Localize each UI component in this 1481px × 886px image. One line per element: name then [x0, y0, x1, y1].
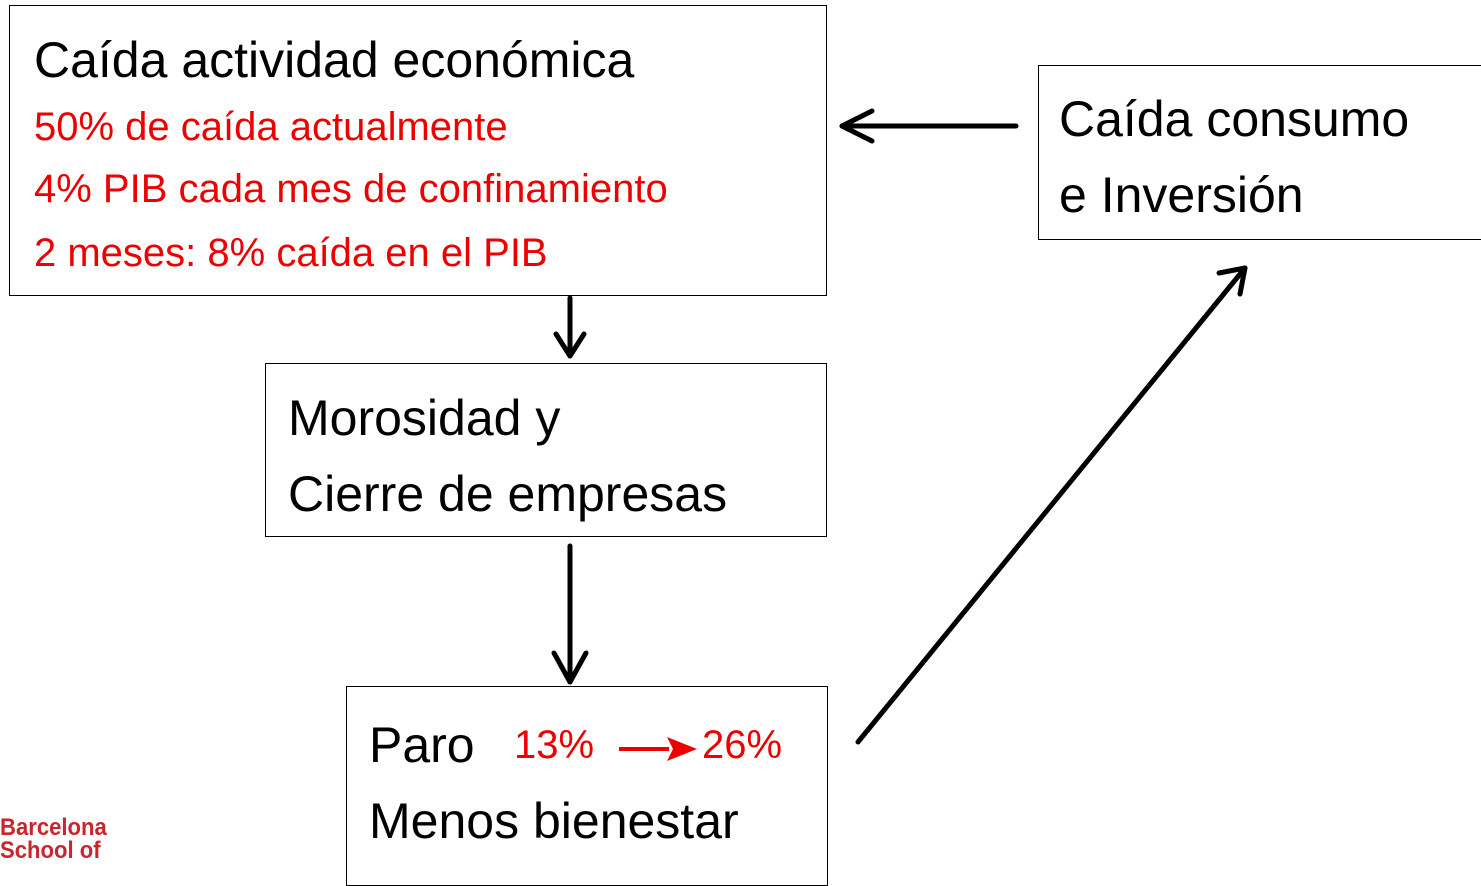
arrow-consumo-to-actividad — [839, 108, 1019, 144]
arrow-morosidad-to-paro — [551, 543, 589, 685]
box-caida-consumo: Caída consumo e Inversión — [1038, 65, 1481, 240]
flow-arrows — [551, 108, 1248, 745]
barcelona-school-logo: Barcelona School of — [0, 814, 107, 864]
morosidad-line-2: Cierre de empresas — [288, 466, 728, 522]
paro-label: Paro — [369, 717, 475, 773]
box-paro: Paro 13% 26% Menos bienestar — [346, 686, 828, 886]
caida-actividad-note-1: 50% de caída actualmente — [34, 105, 508, 149]
caida-actividad-note-2: 4% PIB cada mes de confinamiento — [34, 167, 668, 211]
box-morosidad: Morosidad y Cierre de empresas — [265, 363, 827, 537]
paro-from-value: 13% — [514, 723, 595, 767]
arrow-actividad-to-morosidad — [553, 295, 587, 359]
caida-actividad-title: Caída actividad económica — [34, 32, 635, 88]
caida-actividad-note-3: 2 meses: 8% caída en el PIB — [34, 231, 548, 275]
caida-consumo-line-1: Caída consumo — [1059, 91, 1410, 147]
paro-subtitle: Menos bienestar — [369, 793, 739, 849]
paro-to-value: 26% — [702, 723, 783, 767]
morosidad-line-1: Morosidad y — [288, 390, 561, 446]
logo-line-1: Barcelona — [0, 814, 107, 841]
arrow-paro-to-consumo — [855, 265, 1248, 745]
caida-consumo-line-2: e Inversión — [1059, 167, 1304, 223]
logo-line-2: School of — [0, 837, 101, 864]
paro-change-arrow — [619, 737, 697, 761]
box-caida-actividad: Caída actividad económica 50% de caída a… — [9, 5, 827, 296]
